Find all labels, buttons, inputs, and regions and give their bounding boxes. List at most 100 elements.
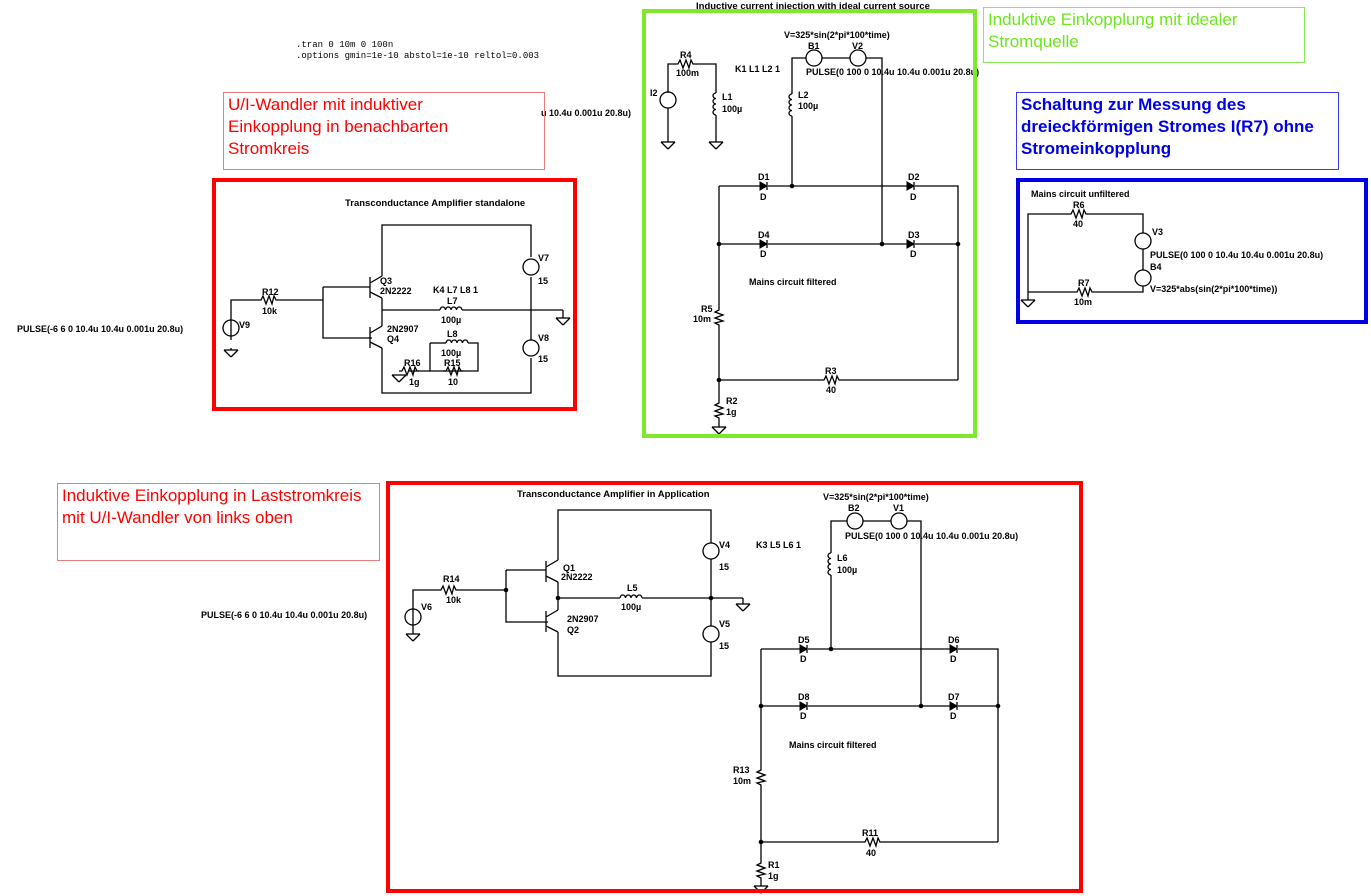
L5-value: 100µ: [621, 602, 641, 612]
tran-directive[interactable]: .tran 0 10m 0 100n: [296, 40, 393, 50]
L8-inductor[interactable]: [445, 339, 469, 344]
R6-resistor[interactable]: [1067, 209, 1089, 219]
V1-source-icon[interactable]: [890, 512, 908, 530]
R5-value: 10m: [693, 314, 711, 324]
R1-resistor[interactable]: [756, 859, 766, 881]
L6-inductor[interactable]: [827, 552, 832, 576]
D5-diode[interactable]: [799, 644, 808, 654]
ground-icon: [660, 141, 676, 150]
L7-inductor[interactable]: [439, 306, 463, 311]
circuit-application: Transconductance Amplifier in Applicatio…: [201, 489, 1018, 894]
L7-label: L7: [447, 296, 458, 306]
R3-label: R3: [825, 366, 837, 376]
R14-resistor[interactable]: [437, 585, 459, 595]
R13-resistor[interactable]: [756, 766, 766, 788]
V1-value: PULSE(0 100 0 10.4u 10.4u 0.001u 20.8u): [845, 531, 1018, 541]
B1-source-icon[interactable]: [805, 49, 823, 67]
R4-value: 100m: [676, 68, 699, 78]
B4-source-icon[interactable]: [1134, 269, 1152, 287]
R7-resistor[interactable]: [1073, 287, 1095, 297]
note-ui-wandler[interactable]: U/I-Wandler mit induktiver Einkopplung i…: [223, 92, 545, 170]
B4-label: B4: [1150, 262, 1162, 272]
B2-source-icon[interactable]: [846, 512, 864, 530]
R11-label: R11: [862, 828, 878, 838]
R16-value: 1g: [409, 377, 420, 387]
D7-diode[interactable]: [949, 701, 958, 711]
R12-label: R12: [262, 287, 279, 297]
Q4-type: 2N2907: [387, 324, 419, 334]
D8-diode[interactable]: [799, 701, 808, 711]
V5-label: V5: [719, 619, 730, 629]
K4-directive: K4 L7 L8 1: [433, 285, 478, 295]
L2-value: 100µ: [798, 101, 818, 111]
L2-inductor[interactable]: [788, 93, 793, 117]
Q2-type: 2N2907: [567, 614, 599, 624]
R14-value: 10k: [446, 595, 462, 605]
Q4-label: Q4: [387, 334, 399, 344]
D8-label: D8: [798, 692, 810, 702]
D5-label: D5: [798, 635, 810, 645]
V5-value: 15: [719, 641, 729, 651]
K3-directive: K3 L5 L6 1: [756, 540, 801, 550]
R5-resistor[interactable]: [714, 306, 724, 328]
D6-diode[interactable]: [949, 644, 958, 654]
ground-icon: [753, 885, 769, 894]
V4-source-icon[interactable]: [702, 542, 720, 560]
R13-value: 10m: [733, 776, 751, 786]
circuit-unfiltered: Mains circuit unfiltered R6 40 V3 PULSE(…: [1020, 189, 1323, 308]
B1-value: V=325*sin(2*pi*100*time): [784, 30, 890, 40]
I2-source-icon[interactable]: [659, 91, 677, 109]
Q1-type: 2N2222: [561, 572, 593, 582]
D2-type: D: [910, 192, 917, 202]
caption-mains-filtered: Mains circuit filtered: [789, 740, 877, 750]
V3-source-icon[interactable]: [1134, 232, 1152, 250]
K1-directive: K1 L1 L2 1: [735, 64, 780, 74]
V4-label: V4: [719, 540, 730, 550]
R2-value: 1g: [726, 407, 737, 417]
V2-label: V2: [852, 41, 863, 51]
ground-icon: [405, 633, 421, 642]
R3-value: 40: [826, 385, 836, 395]
L5-inductor[interactable]: [619, 594, 643, 599]
L1-label: L1: [722, 92, 733, 102]
note-measurement[interactable]: Schaltung zur Messung des dreieckförmige…: [1016, 92, 1339, 170]
D7-label: D7: [948, 692, 960, 702]
I2-label: I2: [650, 88, 658, 98]
V6-label: V6: [421, 602, 432, 612]
R2-resistor[interactable]: [714, 399, 724, 421]
L1-value: 100µ: [722, 104, 742, 114]
R11-resistor[interactable]: [861, 837, 883, 847]
note-laststromkreis[interactable]: Induktive Einkopplung in Laststromkreis …: [57, 483, 380, 561]
D6-label: D6: [948, 635, 960, 645]
title-application: Transconductance Amplifier in Applicatio…: [517, 489, 710, 500]
caption-mains-filtered: Mains circuit filtered: [749, 277, 837, 287]
D5-type: D: [800, 654, 807, 664]
R1-value: 1g: [768, 871, 779, 881]
V3-value: PULSE(0 100 0 10.4u 10.4u 0.001u 20.8u): [1150, 250, 1323, 260]
V2-value: PULSE(0 100 0 10.4u 10.4u 0.001u 20.8u): [806, 67, 979, 77]
R4-resistor[interactable]: [674, 59, 696, 69]
D4-diode[interactable]: [759, 239, 768, 249]
R13-label: R13: [733, 765, 750, 775]
note-ideal-source[interactable]: Induktive Einkopplung mit idealer Stromq…: [983, 7, 1305, 63]
D1-diode[interactable]: [759, 181, 768, 191]
Q3-label: Q3: [380, 276, 392, 286]
R3-resistor[interactable]: [820, 375, 842, 385]
circuit-standalone: Transconductance Amplifier standalone: [17, 198, 571, 394]
R5-label: R5: [701, 304, 713, 314]
D4-label: D4: [758, 230, 770, 240]
V4-value: 15: [719, 562, 729, 572]
V8-source-icon[interactable]: [522, 339, 540, 357]
options-directive[interactable]: .options gmin=1e-10 abstol=1e-10 reltol=…: [296, 51, 539, 61]
V2-source-icon[interactable]: [849, 49, 867, 67]
D4-type: D: [760, 249, 767, 259]
R12-resistor[interactable]: [257, 295, 279, 305]
V7-source-icon[interactable]: [522, 258, 540, 276]
D7-type: D: [950, 711, 957, 721]
L1-inductor[interactable]: [712, 92, 717, 116]
V5-source-icon[interactable]: [702, 625, 720, 643]
D2-diode[interactable]: [906, 181, 915, 191]
D6-type: D: [950, 654, 957, 664]
D3-diode[interactable]: [906, 239, 915, 249]
